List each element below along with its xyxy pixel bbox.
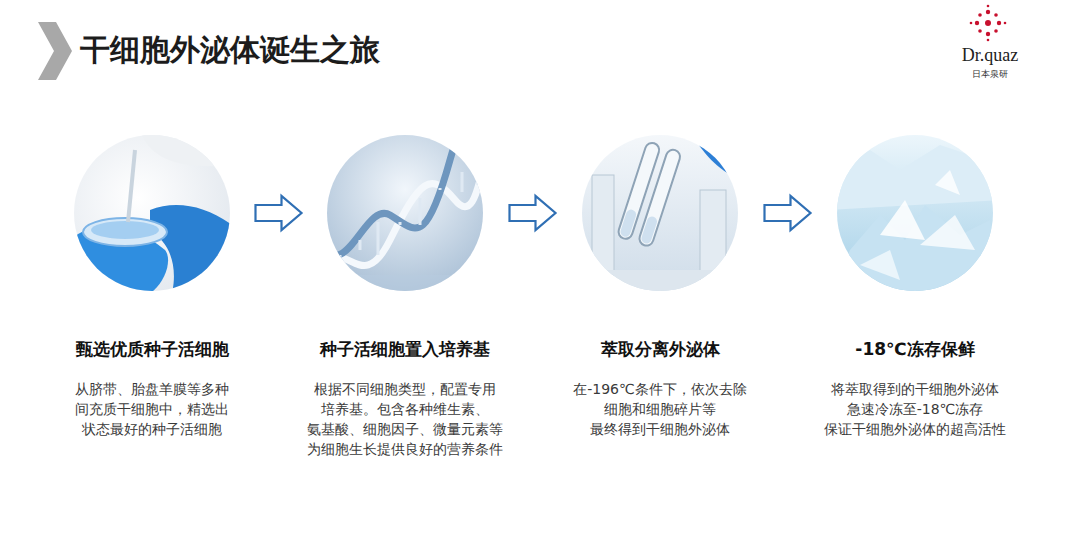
photo-circle	[325, 133, 485, 293]
process-step: 萃取分离外泌体在-196℃条件下，依次去除 细胞和细胞碎片等 最终得到干细胞外泌…	[545, 133, 775, 439]
step-description: 根据不同细胞类型，配置专用 培养基。包含各种维生素、 氨基酸、细胞因子、微量元素…	[296, 379, 514, 459]
flow-arrow	[510, 196, 556, 230]
step-heading: 萃取分离外泌体	[601, 337, 720, 361]
title-chevron	[38, 22, 72, 80]
photo-circle	[580, 133, 740, 293]
step-heading: 种子活细胞置入培养基	[320, 337, 490, 361]
step-heading: 甄选优质种子活细胞	[76, 337, 229, 361]
step-description: 将萃取得到的干细胞外泌体 急速冷冻至-18℃冻存 保证干细胞外泌体的超高活性	[818, 379, 1013, 439]
photo-circle	[72, 133, 232, 293]
photo-circle	[835, 133, 995, 293]
process-step: -18℃冻存保鲜将萃取得到的干细胞外泌体 急速冷冻至-18℃冻存 保证干细胞外泌…	[800, 133, 1030, 439]
process-step: 种子活细胞置入培养基根据不同细胞类型，配置专用 培养基。包含各种维生素、 氨基酸…	[290, 133, 520, 459]
flow-arrow	[765, 196, 811, 230]
logo-subtitle: 日本泉研	[972, 68, 1008, 80]
slide-title: 干细胞外泌体诞生之旅	[80, 30, 380, 70]
logo-icon	[970, 5, 1007, 42]
step-heading: -18℃冻存保鲜	[855, 337, 974, 361]
flow-arrow	[256, 196, 302, 230]
step-description: 从脐带、胎盘羊膜等多种 间充质干细胞中，精选出 状态最好的种子活细胞	[65, 379, 240, 439]
logo-wordmark: Dr.quaz	[962, 44, 1018, 66]
dna-photo	[320, 128, 495, 305]
step-description: 在-196℃条件下，依次去除 细胞和细胞碎片等 最终得到干细胞外泌体	[568, 379, 753, 439]
ice-photo	[830, 130, 1000, 300]
test-tube-photo	[575, 130, 745, 300]
petri-dish-photo	[70, 130, 240, 300]
process-step: 甄选优质种子活细胞从脐带、胎盘羊膜等多种 间充质干细胞中，精选出 状态最好的种子…	[37, 133, 267, 439]
